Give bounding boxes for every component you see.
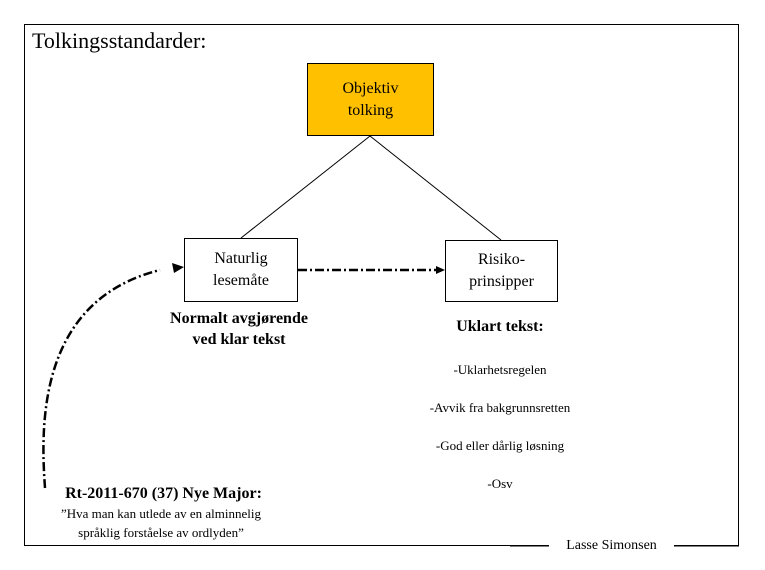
slide-title: Tolkingsstandarder: bbox=[32, 28, 207, 53]
connector-top-right bbox=[369, 135, 502, 241]
node-objektiv-tolking: Objektiv tolking bbox=[307, 63, 434, 136]
arrowhead-left bbox=[172, 263, 184, 273]
right-list: -Uklarhetsregelen -Avvik fra bakgrunnsre… bbox=[400, 341, 600, 512]
list-item: -Avvik fra bakgrunnsretten bbox=[429, 400, 571, 415]
connector-top-left bbox=[240, 135, 371, 239]
list-item: -Uklarhetsregelen bbox=[453, 362, 547, 377]
node-risikoprinsipper: Risiko- prinsipper bbox=[445, 240, 558, 302]
right-heading: Uklart tekst: bbox=[456, 318, 544, 335]
case-quote: ”Hva man kan utlede av en alminnelig spr… bbox=[61, 506, 261, 540]
case-heading: Rt-2011-670 (37) Nye Major: bbox=[65, 485, 262, 502]
curved-link-case-to-left bbox=[42, 268, 161, 489]
slide-frame bbox=[24, 24, 739, 546]
arrowhead-right bbox=[436, 266, 445, 274]
list-item: -God eller dårlig løsning bbox=[435, 438, 565, 453]
left-note: Normalt avgjørende ved klar tekst bbox=[170, 310, 308, 348]
author-name: Lasse Simonsen bbox=[549, 536, 674, 556]
list-item: -Osv bbox=[487, 476, 513, 491]
node-naturlig-lesemate: Naturlig lesemåte bbox=[184, 238, 298, 302]
